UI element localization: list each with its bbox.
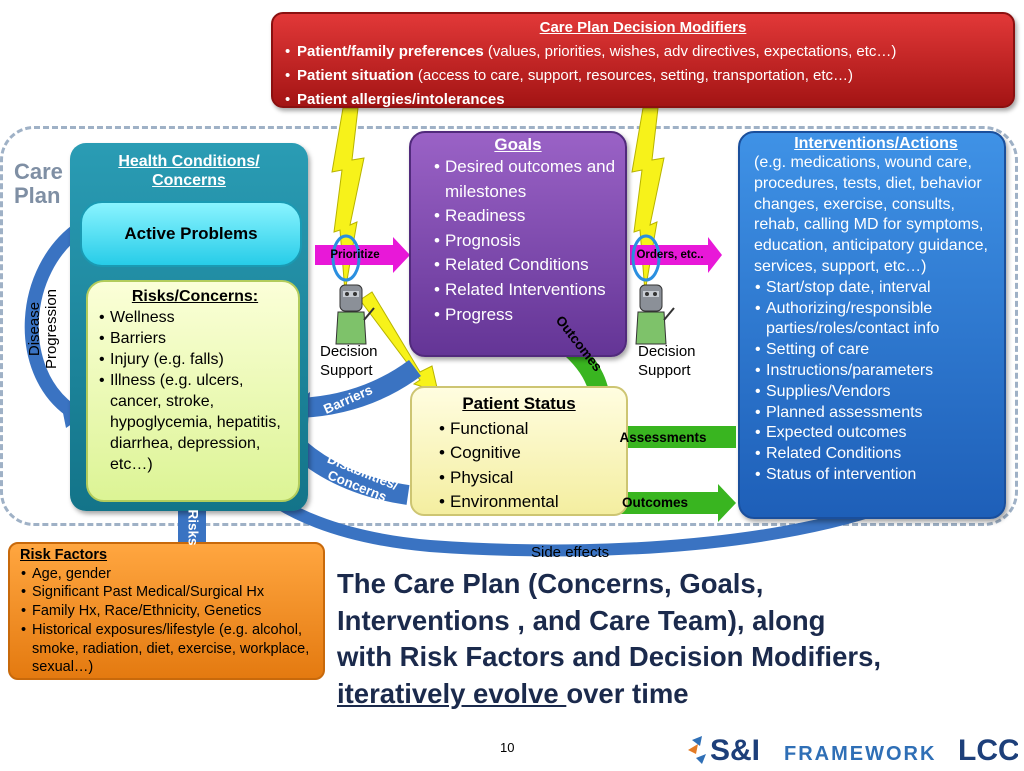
risk-item: Illness (e.g. ulcers, cancer, stroke, hy… <box>99 370 292 475</box>
brand-logo: S&I FRAMEWORK LCC <box>688 728 1020 767</box>
goal-item: Prognosis <box>434 229 617 254</box>
disease-progression-arrow <box>24 222 85 416</box>
interventions-title: Interventions/Actions <box>794 135 958 152</box>
modifier-item: Patient allergies/intolerances <box>285 88 1003 112</box>
risks-arrow-label: Risks <box>185 509 201 546</box>
intervention-item: Expected outcomes <box>755 423 998 444</box>
assessments-arrow-label: Assessments <box>619 430 707 445</box>
disease-progression-label: Disease Progression <box>26 288 60 370</box>
status-item: Cognitive <box>439 441 620 466</box>
intervention-item: Authorizing/responsible parties/roles/co… <box>755 299 998 341</box>
interventions-box: Interventions/Actions (e.g. medications,… <box>738 131 1006 519</box>
goal-item: Readiness <box>434 204 617 229</box>
goals-box: Goals Desired outcomes and milestones Re… <box>409 131 627 357</box>
care-plan-label: Care Plan <box>14 159 63 208</box>
lightning-bolt-center <box>359 291 439 393</box>
risk-factors-title: Risk Factors <box>20 547 108 563</box>
risks-concerns-list: Wellness Barriers Injury (e.g. falls) Il… <box>98 307 292 475</box>
decision-modifiers-box: Care Plan Decision Modifiers Patient/fam… <box>271 12 1015 112</box>
decision-support-robot-left <box>335 284 375 345</box>
risk-factor-item: Significant Past Medical/Surgical Hx <box>21 583 317 602</box>
slide-headline: The Care Plan (Concerns, Goals, Interven… <box>337 568 881 710</box>
goals-title: Goals <box>494 135 542 154</box>
goals-list: Desired outcomes and milestones Readines… <box>433 155 617 327</box>
intervention-item: Setting of care <box>755 340 998 361</box>
intervention-item: Supplies/Vendors <box>755 382 998 403</box>
svg-text:S&I: S&I <box>710 734 760 766</box>
orders-arrow-label: Orders, etc.. <box>636 249 704 261</box>
intervention-item: Related Conditions <box>755 444 998 465</box>
goal-item: Related Conditions <box>434 253 617 278</box>
interventions-list: Start/stop date, interval Authorizing/re… <box>754 278 998 486</box>
intervention-item: Instructions/parameters <box>755 361 998 382</box>
svg-text:FRAMEWORK: FRAMEWORK <box>784 743 936 765</box>
goal-item: Related Interventions <box>434 278 617 303</box>
brand-mark-icon: S&I FRAMEWORK LCC <box>688 734 1020 767</box>
intervention-item: Start/stop date, interval <box>755 278 998 299</box>
risk-factors-list: Age, gender Significant Past Medical/Sur… <box>20 565 317 677</box>
patient-status-title: Patient Status <box>462 394 576 413</box>
page-number: 10 <box>500 740 515 755</box>
barriers-arrow <box>299 359 421 418</box>
svg-text:LCC: LCC <box>958 734 1018 766</box>
risk-factor-item: Age, gender <box>21 565 317 584</box>
interventions-intro: (e.g. medications, wound care, procedure… <box>754 154 988 275</box>
decision-support-label-left: Decision Support <box>320 343 378 379</box>
risk-factor-item: Historical exposures/lifestyle (e.g. alc… <box>21 621 317 677</box>
risk-item: Wellness <box>99 307 292 328</box>
status-item: Physical <box>439 466 620 491</box>
risk-item: Barriers <box>99 328 292 349</box>
risk-factors-box: Risk Factors Age, gender Significant Pas… <box>8 542 325 680</box>
risk-item: Injury (e.g. falls) <box>99 349 292 370</box>
modifier-item: Patient/family preferences (values, prio… <box>285 40 1003 64</box>
care-plan-frame <box>0 126 1018 526</box>
risks-concerns-title: Risks/Concerns: <box>131 288 259 305</box>
intervention-item: Planned assessments <box>755 403 998 424</box>
decision-modifiers-title: Care Plan Decision Modifiers <box>539 19 747 36</box>
intervention-item: Status of intervention <box>755 465 998 486</box>
health-conditions-title: Health Conditions/ Concerns <box>118 153 260 189</box>
risks-concerns-box: Risks/Concerns: Wellness Barriers Injury… <box>86 280 300 502</box>
decision-support-robot-right <box>635 284 675 345</box>
status-item: Functional <box>439 417 620 442</box>
goal-item: Progress <box>434 303 617 328</box>
goal-item: Desired outcomes and milestones <box>434 155 617 204</box>
decision-modifiers-list: Patient/family preferences (values, prio… <box>283 40 1003 112</box>
patient-status-box: Patient Status Functional Cognitive Phys… <box>410 386 628 516</box>
outcomes-arrow-label: Outcomes <box>621 495 689 510</box>
side-effects-label: Side effects <box>531 544 610 561</box>
patient-status-list: Functional Cognitive Physical Environmen… <box>438 417 620 515</box>
decision-support-label-right: Decision Support <box>638 343 696 379</box>
status-item: Environmental <box>439 490 620 515</box>
active-problems-box: Active Problems <box>80 201 302 267</box>
modifier-item: Patient situation (access to care, suppo… <box>285 64 1003 88</box>
prioritize-arrow-label: Prioritize <box>330 249 380 261</box>
risk-factor-item: Family Hx, Race/Ethnicity, Genetics <box>21 602 317 621</box>
